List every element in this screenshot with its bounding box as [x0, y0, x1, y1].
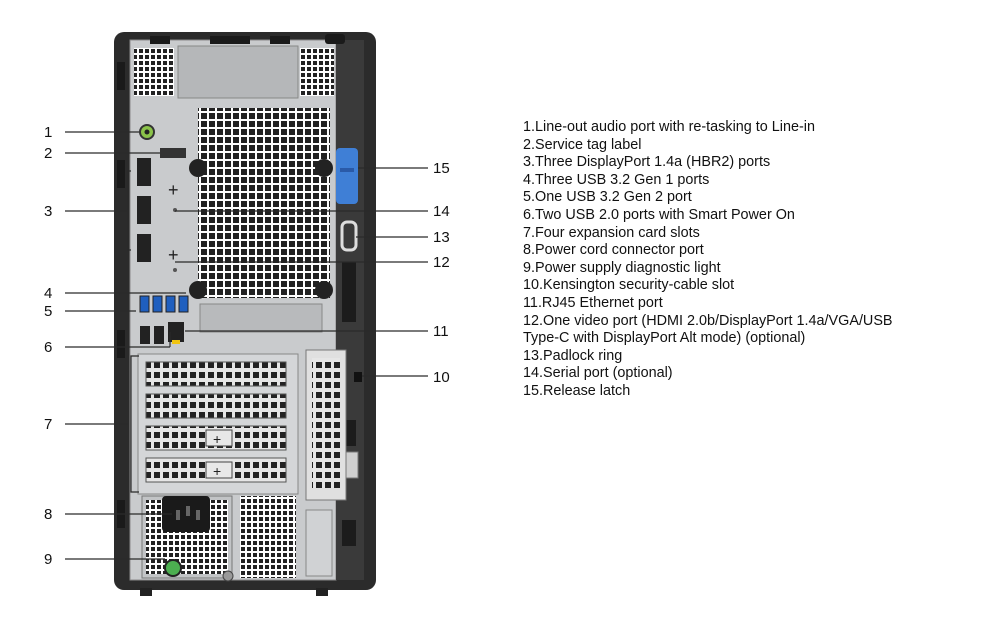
psu-diagnostic-light	[164, 559, 182, 577]
callout-lines	[65, 131, 428, 560]
callout-3: 3	[44, 203, 52, 220]
usb-2-port-2[interactable]	[154, 326, 164, 344]
top-vents	[134, 34, 345, 99]
callout-15: 15	[433, 160, 450, 177]
callout-1: 1	[44, 124, 52, 141]
legend-item: 8.Power cord connector port	[523, 242, 704, 259]
fan-grille	[189, 108, 333, 299]
rj45-ethernet-port[interactable]	[168, 322, 184, 342]
expansion-slot-1[interactable]	[145, 361, 287, 387]
legend-item-continued: Type-C with DisplayPort Alt mode) (optio…	[523, 330, 806, 347]
legend-item: 9.Power supply diagnostic light	[523, 259, 721, 276]
kensington-slot[interactable]	[354, 372, 362, 382]
legend-item: 14.Serial port (optional)	[523, 365, 673, 382]
release-latch-group	[336, 148, 362, 382]
expansion-slot-2[interactable]	[145, 393, 287, 419]
expansion-slots: + +	[137, 349, 359, 501]
legend-item: 13.Padlock ring	[523, 347, 623, 364]
callout-4: 4	[44, 285, 52, 302]
callout-12: 12	[433, 254, 450, 271]
displayport-2[interactable]	[137, 196, 151, 224]
usb-2-port-1[interactable]	[140, 326, 150, 344]
callout-2: 2	[44, 145, 52, 162]
legend-item: 12.One video port (HDMI 2.0b/DisplayPort…	[523, 312, 893, 329]
release-latch[interactable]	[336, 148, 358, 204]
callout-numbers: 1 2 3 4 5 6 7 8 9 10 11 12 13 14 15	[44, 124, 450, 568]
callout-5: 5	[44, 303, 52, 320]
legend-item: 10.Kensington security-cable slot	[523, 277, 735, 294]
callout-8: 8	[44, 506, 52, 523]
callout-14: 14	[433, 203, 450, 220]
legend-item: 1.Line-out audio port with re-tasking to…	[523, 119, 815, 135]
callout-6: 6	[44, 339, 52, 356]
svg-text:+: +	[213, 463, 221, 479]
padlock-ring[interactable]	[340, 220, 358, 252]
port-legend: 1.Line-out audio port with re-tasking to…	[523, 119, 993, 401]
legend-item: 7.Four expansion card slots	[523, 224, 700, 241]
callout-7: 7	[44, 416, 52, 433]
displayport-3[interactable]	[137, 234, 151, 262]
usb-3-gen1-port-1[interactable]	[139, 295, 150, 313]
displayport-1[interactable]	[137, 158, 151, 186]
legend-item: 6.Two USB 2.0 ports with Smart Power On	[523, 206, 795, 223]
usb-3-gen1-port-3[interactable]	[165, 295, 176, 313]
legend-item: 15.Release latch	[523, 382, 631, 399]
legend-item: 11.RJ45 Ethernet port	[523, 294, 663, 311]
svg-text:+: +	[168, 245, 179, 265]
power-supply	[141, 495, 333, 582]
legend-item: 3.Three DisplayPort 1.4a (HBR2) ports	[523, 154, 771, 171]
svg-text:+: +	[168, 180, 179, 200]
callout-9: 9	[44, 551, 52, 568]
service-tag-label	[160, 148, 186, 158]
usb-3-gen2-port[interactable]	[178, 295, 189, 313]
legend-item: 5.One USB 3.2 Gen 2 port	[523, 189, 692, 206]
legend-item: 2.Service tag label	[523, 136, 642, 153]
usb-3-gen1-port-2[interactable]	[152, 295, 163, 313]
legend-item: 4.Three USB 3.2 Gen 1 ports	[523, 171, 710, 188]
io-panel: + +	[137, 124, 323, 344]
callout-13: 13	[433, 229, 450, 246]
callout-11: 11	[433, 323, 449, 340]
callout-10: 10	[433, 369, 450, 386]
svg-text:+: +	[213, 431, 221, 447]
